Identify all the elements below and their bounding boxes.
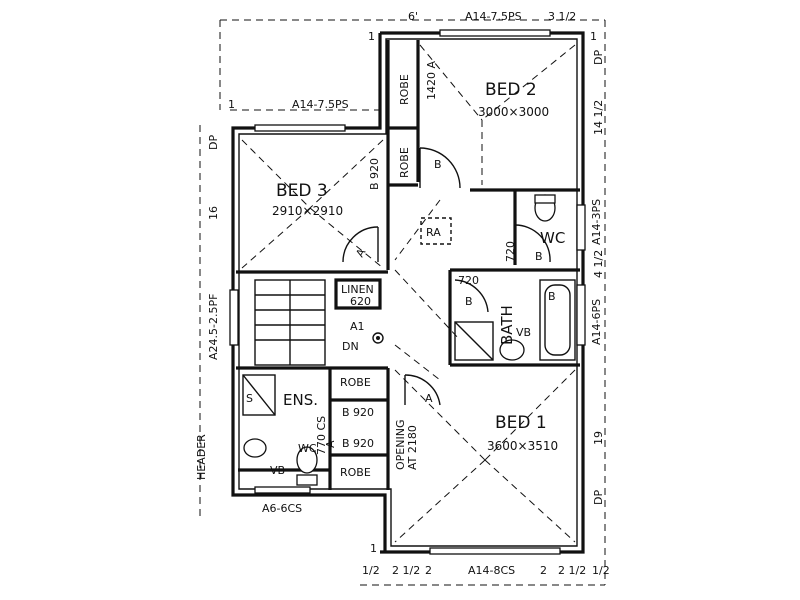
bath-b-label: B bbox=[548, 290, 556, 303]
bed3-size: 2910×2910 bbox=[272, 204, 343, 218]
ens-label: ENS. bbox=[283, 391, 318, 409]
door-b-wc: B bbox=[535, 250, 543, 263]
bed2-label: BED 2 bbox=[485, 80, 537, 100]
dim-lft-1: 1 bbox=[370, 542, 377, 555]
robe-label-ens-bottom: ROBE bbox=[340, 466, 371, 479]
dim-bot-2half: 2 1/2 bbox=[392, 564, 420, 577]
dim-right-4half: 4 1/2 bbox=[592, 250, 605, 278]
ens-vb-label: VB bbox=[270, 464, 285, 477]
dim-top-6: 6' bbox=[408, 10, 418, 23]
window-wc-side: A14-3PS bbox=[590, 199, 603, 245]
linen-size: 620 bbox=[350, 295, 371, 308]
window-bath-side: A14-6PS bbox=[590, 299, 603, 345]
robe-width-ens-1: B 920 bbox=[342, 406, 374, 419]
ra-label: RA bbox=[426, 226, 441, 239]
door-a-bed1: A bbox=[425, 392, 433, 405]
robe-width-bed3: B 920 bbox=[368, 158, 381, 190]
ceiling-lines bbox=[241, 44, 576, 543]
stair-dn-label: DN bbox=[342, 340, 359, 353]
linen-label: LINEN bbox=[341, 283, 374, 296]
bath-label: BATH bbox=[498, 305, 516, 345]
opening-height-label: AT 2180 bbox=[406, 425, 419, 470]
wc-door-width: 720 bbox=[504, 241, 517, 262]
window-stair-side: A24.5-2.5PF bbox=[207, 294, 220, 360]
bath-vb-label: VB bbox=[516, 326, 531, 339]
window-bed3-top: A14-7.5PS bbox=[292, 98, 349, 111]
dim-bot-2b: 2 bbox=[540, 564, 547, 577]
bed2-size: 3000×3000 bbox=[478, 105, 549, 119]
dimension-lines bbox=[199, 19, 606, 586]
ens-door-label: 770 CS bbox=[315, 416, 328, 455]
interior-walls bbox=[236, 40, 580, 490]
dp-top-right: DP bbox=[592, 50, 605, 65]
bed1-label: BED 1 bbox=[495, 413, 547, 433]
wc-label: WC bbox=[540, 229, 565, 247]
robe-label-bed3: ROBE bbox=[398, 147, 411, 178]
ens-shower-s: S bbox=[246, 392, 253, 405]
windows bbox=[229, 29, 586, 555]
robe-label-ens-top: ROBE bbox=[340, 376, 371, 389]
dim-right-14half: 14 1/2 bbox=[592, 100, 605, 135]
dim-left-16: 16 bbox=[207, 206, 220, 220]
robe-label-bed2: ROBE bbox=[398, 74, 411, 105]
bed1-size: 3600×3510 bbox=[487, 439, 558, 453]
dim-bot-2: 2 bbox=[425, 564, 432, 577]
robe-depth-bed2: 1420 A bbox=[425, 61, 438, 100]
dim-bot-1half: 1/2 bbox=[362, 564, 380, 577]
a1-label: A1 bbox=[350, 320, 365, 333]
dim-left-1: 1 bbox=[228, 98, 235, 111]
opening-label: OPENING bbox=[394, 420, 407, 470]
ens-door-a: A bbox=[324, 440, 337, 448]
header-label: HEADER bbox=[195, 434, 208, 480]
dim-bot-1half-b: 1/2 bbox=[592, 564, 610, 577]
window-top: A14-7.5PS bbox=[465, 10, 522, 23]
robe-width-ens-2: B 920 bbox=[342, 437, 374, 450]
bath-door-width: 720 bbox=[458, 274, 479, 287]
bed3-label: BED 3 bbox=[276, 181, 328, 201]
dim-right-19: 19 bbox=[592, 431, 605, 445]
door-a-bed3: A bbox=[353, 246, 368, 259]
dim-bot-2half-b: 2 1/2 bbox=[558, 564, 586, 577]
door-swings bbox=[342, 147, 551, 406]
door-b-bath: B bbox=[465, 295, 473, 308]
dim-top-3half: 3 1/2 bbox=[548, 10, 576, 23]
dp-bottom-right: DP bbox=[592, 490, 605, 505]
door-b-bed2: B bbox=[434, 158, 442, 171]
dim-rt-1: 1 bbox=[590, 30, 597, 43]
fixtures bbox=[242, 194, 576, 486]
dim-left-1b: 1 bbox=[368, 30, 375, 43]
window-ens-bottom: A6-6CS bbox=[262, 502, 302, 515]
window-bottom: A14-8CS bbox=[468, 564, 515, 577]
dp-left: DP bbox=[207, 135, 220, 150]
ens-wc-label: WC bbox=[298, 442, 317, 455]
